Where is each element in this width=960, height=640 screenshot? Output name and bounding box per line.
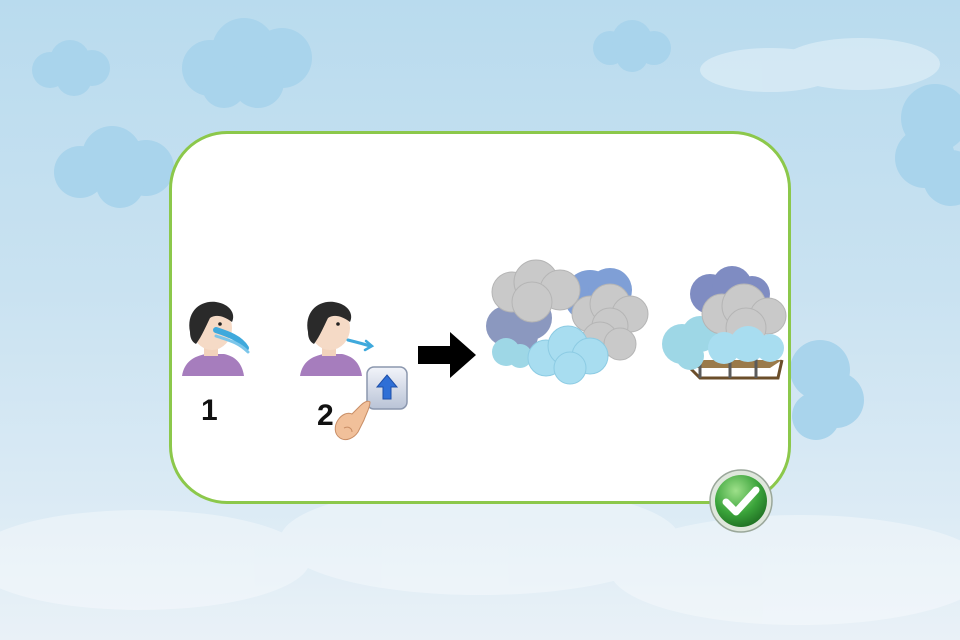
background-wisp (700, 38, 940, 92)
background-cloud-icon (182, 18, 312, 108)
background-cloud-icon (54, 126, 174, 208)
breathe-out-icon (300, 301, 375, 376)
checkmark-icon (722, 486, 760, 516)
step-number-1: 1 (201, 394, 218, 427)
background-wisp (0, 485, 960, 625)
background-cloud-icon (32, 40, 110, 96)
instruction-card (169, 131, 791, 504)
background-cloud-icon (895, 84, 960, 206)
cloud-cluster-icon (486, 259, 649, 385)
confirm-button[interactable] (708, 468, 774, 534)
step-number-2: 2 (317, 399, 334, 432)
cloud-cage-icon (662, 266, 787, 380)
up-arrow-icon (375, 374, 399, 400)
blow-up-button[interactable] (366, 366, 408, 410)
background-cloud-icon (593, 20, 671, 72)
background-cloud-icon (790, 340, 864, 440)
pointing-hand-icon (334, 400, 371, 441)
breathe-in-icon (182, 301, 250, 376)
right-arrow-icon (418, 332, 476, 378)
